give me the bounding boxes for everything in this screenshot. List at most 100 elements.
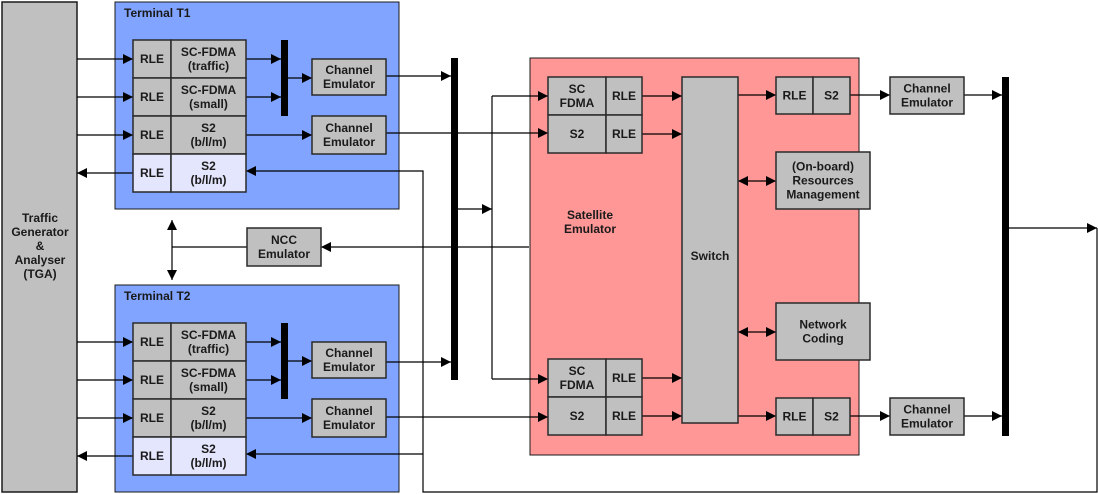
terminal-t1-mod-3: [170, 115, 247, 155]
terminal-t1-channel-emulator-1: [311, 58, 387, 96]
terminal-t1-rle-2: [132, 77, 172, 117]
terminal-t2-channel-emulator-2-text: Channel: [325, 404, 372, 418]
terminal-t2-channel-emulator-1-text: Channel: [325, 346, 372, 360]
sat-in-2-rle-1: [605, 358, 643, 398]
terminal-t2-mod-2: [170, 360, 247, 400]
terminal-t1-mod-2-text: (small): [189, 97, 228, 111]
terminal-t2-mod-1-text: SC-FDMA: [181, 328, 237, 342]
terminal-t1-rle-3-text: RLE: [140, 128, 164, 142]
resources-management: [775, 151, 871, 210]
terminal-t2-rle-2: [132, 360, 172, 400]
tga-label-text: &: [36, 239, 45, 253]
tga-label-text: (TGA): [23, 267, 56, 281]
traffic-generator-analyser: [1, 1, 78, 493]
terminal-t2-mod-4: [170, 436, 247, 476]
terminal-t1-rle-1: [132, 39, 172, 79]
sat-out-2-s2: [812, 397, 851, 436]
terminal-t2-mod-2-text: SC-FDMA: [181, 366, 237, 380]
sat-in-2-rle-2: [605, 396, 643, 436]
sat-out-1-channel-emulator-text: Channel: [903, 82, 950, 96]
terminal-t2-mux-bus: [281, 323, 288, 399]
terminal-t2-rle-1-text: RLE: [140, 335, 164, 349]
sat-out-1-rle-text: RLE: [783, 89, 807, 103]
switch: [681, 76, 739, 424]
terminal-t2-rle-2-text: RLE: [140, 373, 164, 387]
terminal-t2-rle-3-text: RLE: [140, 411, 164, 425]
terminal-t2-mod-2-text: (small): [189, 380, 228, 394]
terminal-t1-mod-4-text: S2: [201, 159, 216, 173]
terminal-t1-mod-2: [170, 77, 247, 117]
uplink-bus: [451, 58, 458, 380]
ncc-emulator-text: Emulator: [258, 247, 310, 261]
terminal-t1-rle-1-text: RLE: [140, 52, 164, 66]
terminal-t1-mod-1-text: SC-FDMA: [181, 45, 237, 59]
terminal-t2-channel-emulator-1-text: Emulator: [323, 360, 375, 374]
terminal-t2-mod-1: [170, 322, 247, 362]
terminal-t2-mod-4-text: S2: [201, 442, 216, 456]
terminal-t2-rle-1: [132, 322, 172, 362]
sat-out-1-channel-emulator: [889, 76, 965, 115]
sat-out-2-channel-emulator-text: Channel: [903, 403, 950, 417]
terminal-t1-mod-4: [170, 153, 247, 193]
terminal-t1-mod-4-text: (b/l/m): [191, 173, 227, 187]
sat-in-1-rle-2-text: RLE: [612, 127, 636, 141]
terminal-t1-mux-bus: [281, 40, 288, 116]
ncc-emulator-text: NCC: [271, 233, 297, 247]
terminal-t1-mod-3-text: (b/l/m): [191, 135, 227, 149]
terminal-t2-mod-3-text: (b/l/m): [191, 418, 227, 432]
terminal-t2-mod-4-text: (b/l/m): [191, 456, 227, 470]
sat-out-1-s2: [812, 76, 851, 115]
terminal-t1-rle-4-text: RLE: [140, 166, 164, 180]
downlink-bus: [1002, 77, 1009, 436]
terminal-t1-channel-emulator-2-text: Emulator: [323, 135, 375, 149]
sat-out-1-s2-text: S2: [824, 89, 839, 103]
satellite-emulator-label-text: Emulator: [564, 222, 616, 236]
satellite-emulator-label-text: Satellite: [567, 208, 613, 222]
sat-out-2-channel-emulator: [889, 397, 965, 436]
switch-label-text: Switch: [691, 249, 730, 263]
terminal-t1-mod-1: [170, 39, 247, 79]
terminal-t2-title: Terminal T2: [124, 289, 191, 303]
network-coding-text: Coding: [802, 332, 843, 346]
sat-in-1-rle-2: [605, 114, 643, 154]
sat-out-2-channel-emulator-text: Emulator: [901, 417, 953, 431]
terminal-t2-rle-4-text: RLE: [140, 449, 164, 463]
terminal-t2-mod-3-text: S2: [201, 404, 216, 418]
tga-label-text: Analyser: [15, 253, 66, 267]
terminal-t1-channel-emulator-1-text: Emulator: [323, 77, 375, 91]
terminal-t2-rle-4: [132, 436, 172, 476]
terminal-t1-mod-3-text: S2: [201, 121, 216, 135]
terminal-t1-rle-3: [132, 115, 172, 155]
sat-in-2-mod-1-text: SC: [569, 364, 586, 378]
terminal-t2-channel-emulator-1: [311, 341, 387, 379]
sat-in-2-mod-1-text: FDMA: [560, 378, 595, 392]
ncc-emulator: [246, 227, 322, 267]
terminal-t1-channel-emulator-2: [311, 115, 387, 155]
return-to-t1: [246, 166, 1098, 493]
terminal-t2-channel-emulator-2-text: Emulator: [323, 418, 375, 432]
network-coding-text: Network: [799, 318, 847, 332]
tga-label-text: Generator: [11, 225, 69, 239]
resources-management-text: Resources: [792, 174, 854, 188]
sat-in-1-mod-1-text: FDMA: [560, 96, 595, 110]
resources-management-text: Management: [786, 188, 859, 202]
terminal-t1-mod-1-text: (traffic): [188, 59, 229, 73]
sat-out-1-channel-emulator-text: Emulator: [901, 96, 953, 110]
sat-in-2-rle-1-text: RLE: [612, 371, 636, 385]
terminal-t2-channel-emulator-2: [311, 398, 387, 438]
sat-in-2-rle-2-text: RLE: [612, 409, 636, 423]
network-coding: [775, 302, 871, 361]
resources-management-text: (On-board): [792, 160, 854, 174]
sat-out-2-rle-text: RLE: [783, 410, 807, 424]
terminal-t1-mod-2-text: SC-FDMA: [181, 83, 237, 97]
sat-in-1-mod-1-text: SC: [569, 82, 586, 96]
terminal-t1-channel-emulator-2-text: Channel: [325, 121, 372, 135]
terminal-t1-title: Terminal T1: [124, 6, 191, 20]
terminal-t2-mod-1-text: (traffic): [188, 342, 229, 356]
sat-out-1-rle: [775, 76, 814, 115]
terminal-t1-rle-2-text: RLE: [140, 90, 164, 104]
sat-in-2-mod-2-text: S2: [570, 409, 585, 423]
sat-in-1-mod-2-text: S2: [570, 127, 585, 141]
sat-out-2-s2-text: S2: [824, 410, 839, 424]
